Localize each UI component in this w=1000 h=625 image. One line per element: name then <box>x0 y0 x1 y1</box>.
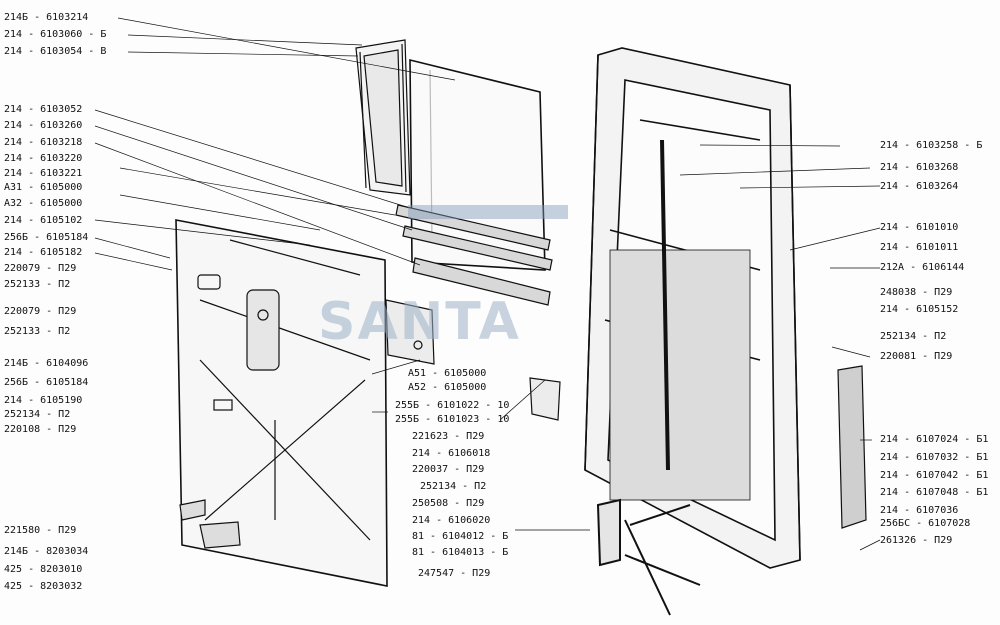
part-label: 214 - 6106018 <box>412 448 491 459</box>
part-label: 214 - 6103060 - Б <box>4 29 107 40</box>
watermark: SANTA <box>318 292 521 352</box>
vent-window-frame <box>355 39 411 196</box>
part-label: 214 - 6105102 <box>4 215 83 226</box>
part-label: 255Б - 6101022 - 10 <box>395 400 510 411</box>
part-label: 214 - 6107042 - Б1 <box>880 470 989 481</box>
part-label: 220108 - П29 <box>4 424 77 435</box>
part-label: 214Б - 6103214 <box>4 12 89 23</box>
glass-channels <box>395 204 553 306</box>
outer-door-frame <box>584 47 801 569</box>
part-label: 214 - 6103220 <box>4 153 83 164</box>
part-label: 214 - 6106020 <box>412 515 491 526</box>
part-label: 214 - 6101010 <box>880 222 959 233</box>
part-label: 221623 - П29 <box>412 431 485 442</box>
part-label: 250508 - П29 <box>412 498 485 509</box>
part-label: 214 - 6107024 - Б1 <box>880 434 989 445</box>
part-label: 247547 - П29 <box>418 568 491 579</box>
part-label: 214Б - 6104096 <box>4 358 89 369</box>
part-label: А31 - 6105000 <box>4 182 83 193</box>
part-label: А51 - 6105000 <box>408 368 487 379</box>
part-label: 214 - 6105190 <box>4 395 83 406</box>
part-label: 212А - 6106144 <box>880 262 965 273</box>
part-label: 256БС - 6107028 <box>880 518 971 529</box>
part-label: 214 - 6103054 - В <box>4 46 107 57</box>
part-label: 214 - 6103218 <box>4 137 83 148</box>
part-label: 214 - 6107032 - Б1 <box>880 452 989 463</box>
part-label: 252134 - П2 <box>880 331 947 342</box>
part-label: 214 - 6105152 <box>880 304 959 315</box>
part-label: 220081 - П29 <box>880 351 953 362</box>
part-label: 214 - 6103258 - Б <box>880 140 983 151</box>
inner-door-panel <box>175 219 388 587</box>
part-label: А32 - 6105000 <box>4 198 83 209</box>
part-label: 220079 - П29 <box>4 263 77 274</box>
part-label: 214 - 6107036 <box>880 505 959 516</box>
part-label: А52 - 6105000 <box>408 382 487 393</box>
part-label: 255Б - 6101023 - 10 <box>395 414 510 425</box>
part-label: 214 - 6103052 <box>4 104 83 115</box>
part-label: 81 - 6104012 - Б <box>412 531 509 542</box>
part-label: 252134 - П2 <box>420 481 487 492</box>
part-label: 221580 - П29 <box>4 525 77 536</box>
lock-mechanism <box>385 299 561 421</box>
part-label: 425 - 8203032 <box>4 581 83 592</box>
part-label: 214 - 6103264 <box>880 181 959 192</box>
part-label: 214Б - 8203034 <box>4 546 89 557</box>
part-label: 252133 - П2 <box>4 326 71 337</box>
part-label: 214 - 6107048 - Б1 <box>880 487 989 498</box>
part-label: 425 - 8203010 <box>4 564 83 575</box>
window-regulator <box>596 498 701 616</box>
part-label: 256Б - 6105184 <box>4 377 89 388</box>
part-label: 214 - 6105182 <box>4 247 83 258</box>
part-label: 261326 - П29 <box>880 535 953 546</box>
part-label: 220037 - П29 <box>412 464 485 475</box>
inside-handle <box>179 499 241 549</box>
part-label: 256Б - 6105184 <box>4 232 89 243</box>
part-label: 81 - 6104013 - Б <box>412 547 509 558</box>
weather-strip <box>837 365 867 529</box>
part-label: 214 - 6101011 <box>880 242 959 253</box>
part-label: 220079 - П29 <box>4 306 77 317</box>
part-label: 248038 - П29 <box>880 287 953 298</box>
watermark-bar-top <box>408 205 568 219</box>
part-label: 214 - 6103221 <box>4 168 83 179</box>
part-label: 214 - 6103268 <box>880 162 959 173</box>
part-label: 214 - 6103260 <box>4 120 83 131</box>
part-label: 252134 - П2 <box>4 409 71 420</box>
part-label: 252133 - П2 <box>4 279 71 290</box>
